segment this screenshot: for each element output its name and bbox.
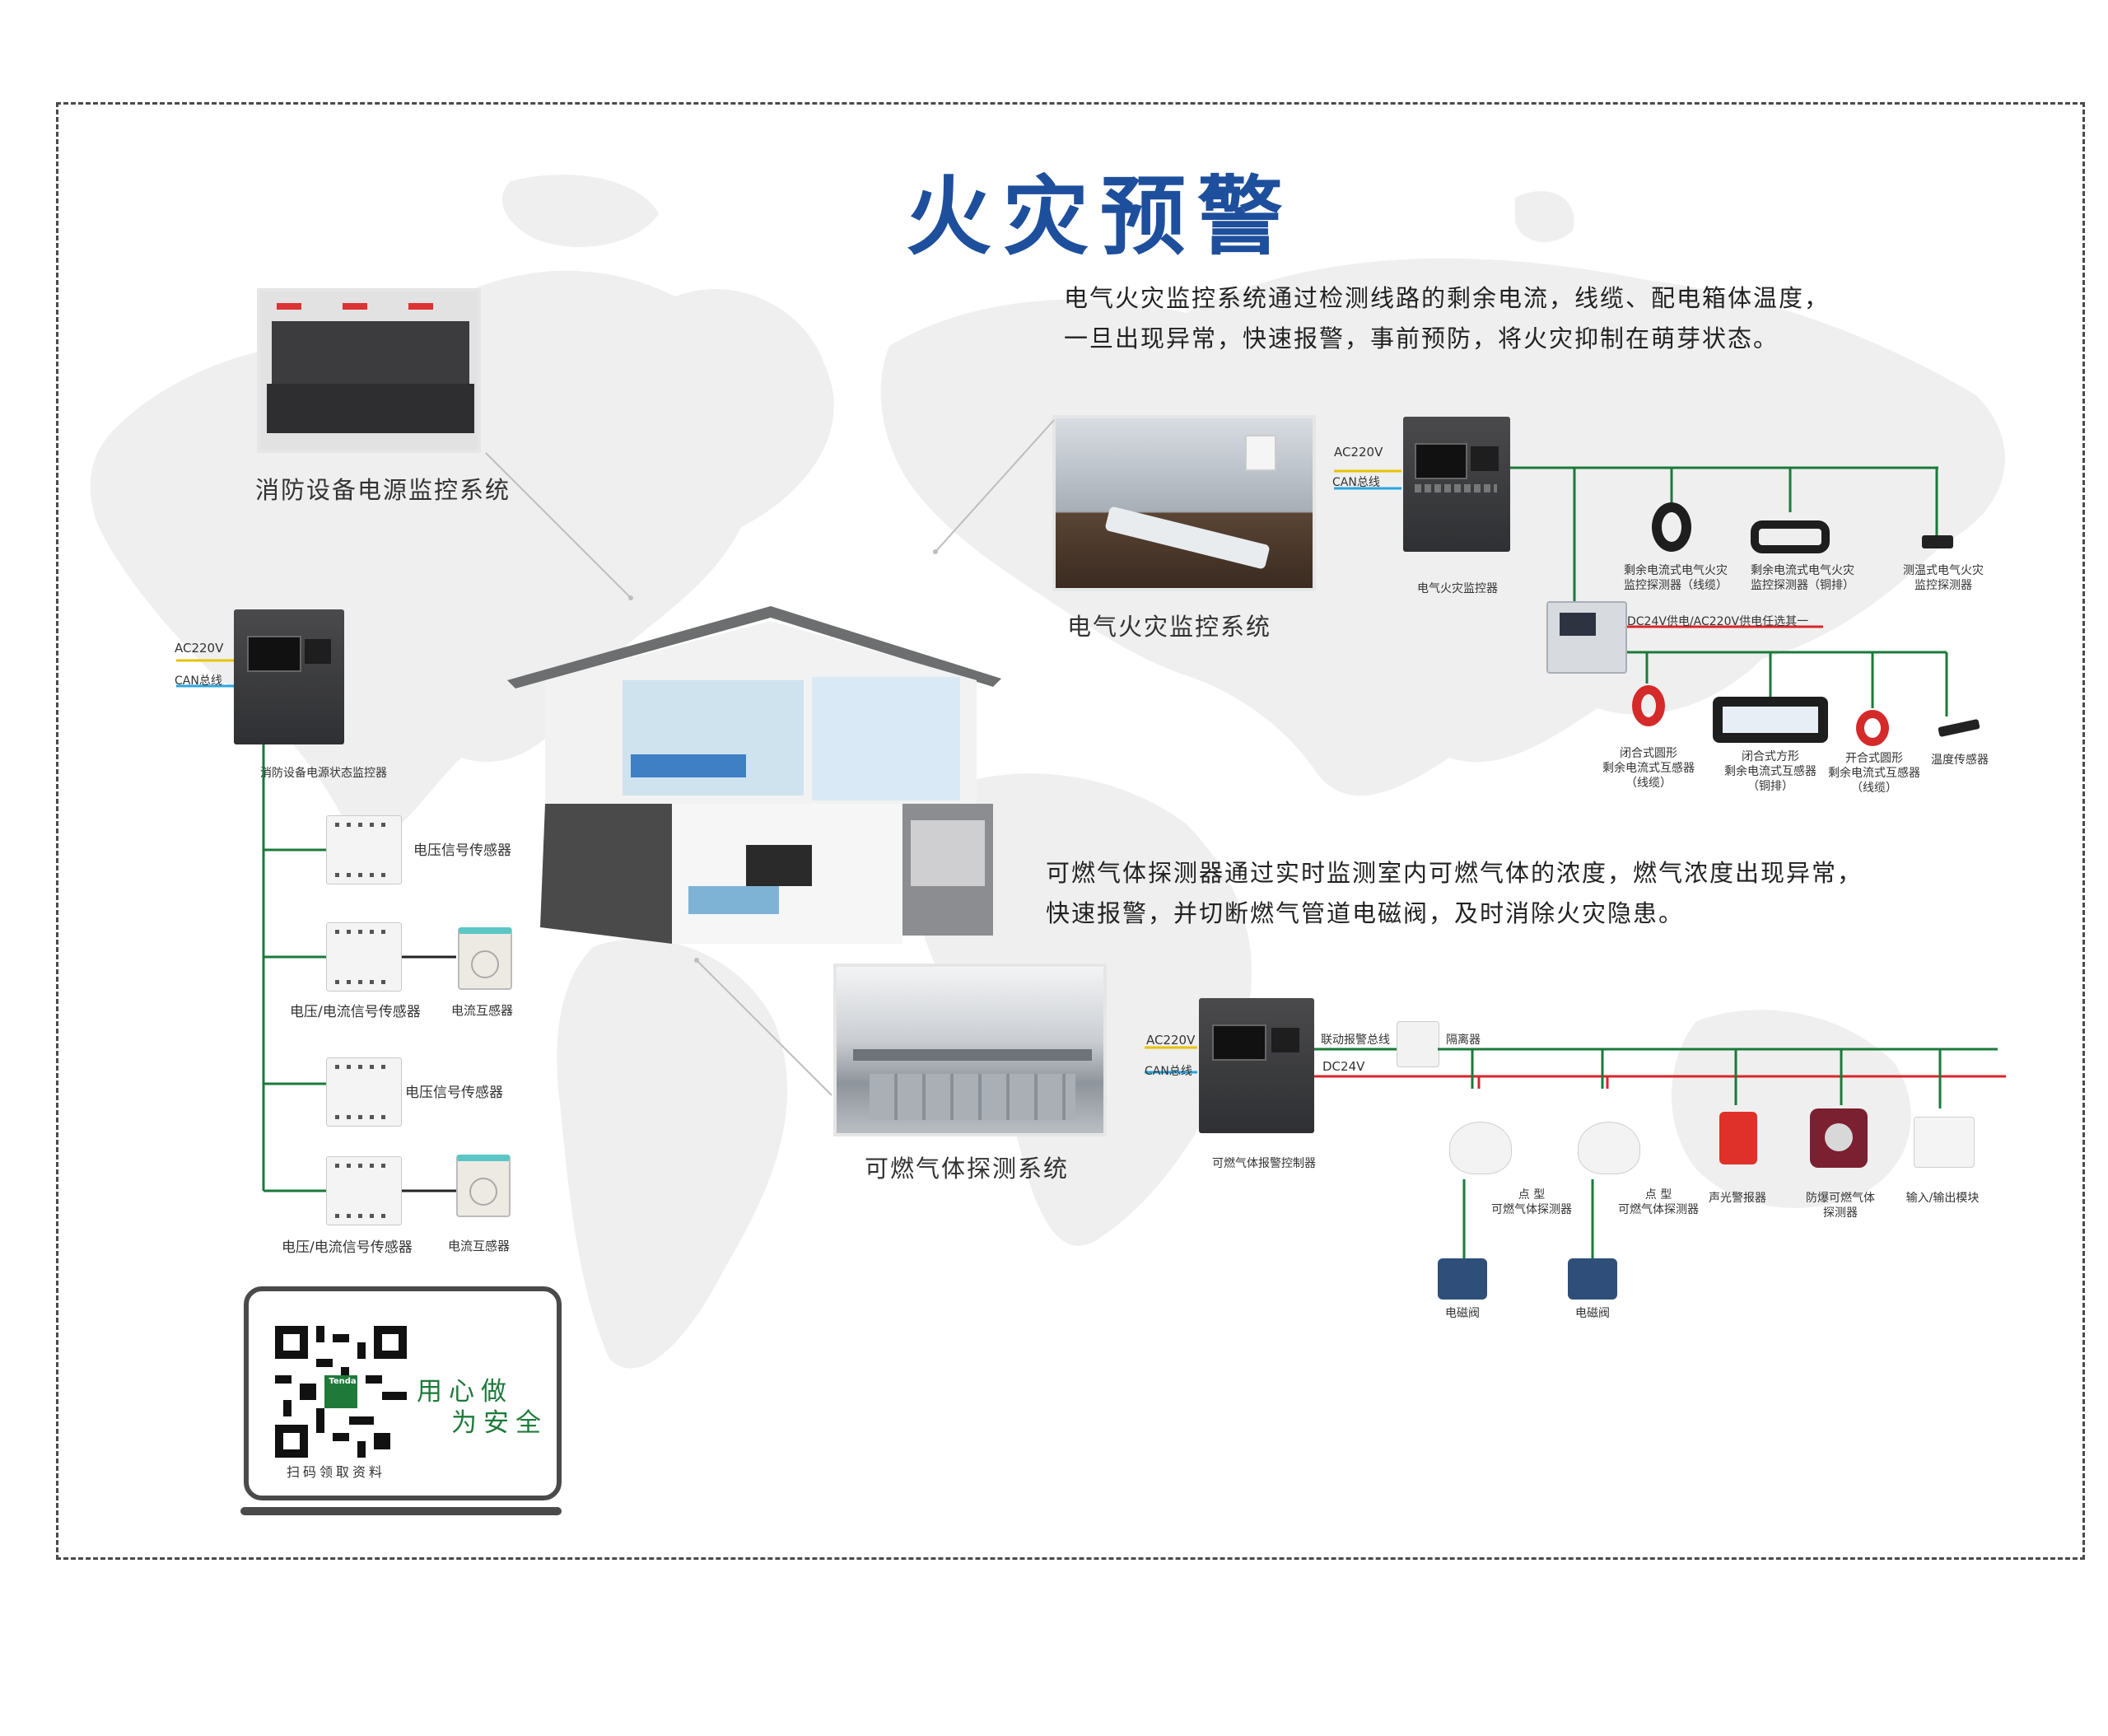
- voltage-sensor-2: [326, 1057, 402, 1127]
- electrical-can-label: CAN总线: [1332, 476, 1380, 489]
- voltage-current-sensor-1: [326, 922, 402, 992]
- power-bus-lines: [262, 744, 456, 1192]
- branch-1-sensor-label: 电压信号传感器: [413, 842, 511, 859]
- electrical-bus-lines: [1510, 466, 1948, 716]
- point-gas-detector-icon: [1449, 1122, 1512, 1174]
- page-title: 火灾预警: [906, 166, 1295, 267]
- power-system-title: 消防设备电源监控系统: [255, 476, 511, 504]
- ring-ct-icon: [1652, 502, 1691, 552]
- gas-system-title: 可燃气体探测系统: [865, 1155, 1070, 1183]
- temp-detector-icon: [1922, 535, 1953, 548]
- gas-alarm-controller: [1199, 998, 1314, 1133]
- qr-caption: 扫码领取资料: [287, 1464, 386, 1480]
- top-device-label-2: 剩余电流式电气火灾 监控探测器（铜排）: [1751, 564, 1854, 592]
- gas-device-label-1: 点 型 可燃气体探测器: [1491, 1188, 1572, 1216]
- branch-2-sensor-label: 电压/电流信号传感器: [290, 1004, 421, 1020]
- electrical-input-lines: [1334, 469, 1401, 490]
- power-pointer-lines: [485, 452, 633, 600]
- electrical-ac-label: AC220V: [1334, 445, 1383, 460]
- gas-description-line-1: 可燃气体探测器通过实时监测室内可燃气体的浓度，燃气浓度出现异常，: [1046, 859, 1863, 887]
- house-cutaway-illustration: [507, 606, 1001, 944]
- top-device-label-1: 剩余电流式电气火灾 监控探测器（线缆）: [1624, 564, 1728, 592]
- valve-label-2: 电磁阀: [1575, 1307, 1610, 1320]
- point-gas-detector-icon: [1578, 1122, 1640, 1174]
- electrical-description-line-1: 电气火灾监控系统通过检测线路的剩余电流，线缆、配电箱体温度，: [1064, 284, 1831, 312]
- solenoid-valve-icon: [1568, 1258, 1617, 1300]
- io-module-icon: [1914, 1117, 1975, 1168]
- bottom-device-label-3: 开合式圆形 剩余电流式互感器 （线缆）: [1828, 752, 1920, 795]
- qr-slogan-line-2: 为安全: [451, 1408, 548, 1438]
- bottom-device-label-1: 闭合式圆形 剩余电流式互感器 （线缆）: [1602, 747, 1695, 790]
- gas-pointer-lines: [694, 958, 832, 1096]
- kitchen-photo: [833, 964, 1107, 1136]
- solenoid-valve-icon: [1438, 1258, 1487, 1300]
- current-transformer-icon: [458, 927, 512, 990]
- voltage-sensor-1: [326, 815, 402, 884]
- rect-ct-icon: [1751, 520, 1830, 553]
- square-ct-icon: [1713, 697, 1828, 743]
- top-device-label-3: 测温式电气火灾 监控探测器: [1903, 564, 1984, 592]
- qr-code-icon: [275, 1326, 407, 1458]
- power-status-controller: [234, 609, 344, 744]
- electrical-pointer-lines: [933, 419, 1055, 554]
- isolator-icon: [1397, 1021, 1439, 1067]
- voltage-current-sensor-2: [326, 1156, 402, 1225]
- gas-input-lines: [1145, 1046, 1197, 1074]
- gas-can-label: CAN总线: [1145, 1065, 1192, 1078]
- gas-device-label-2: 点 型 可燃气体探测器: [1618, 1188, 1699, 1216]
- control-room-photo: [257, 288, 481, 453]
- gas-bus-lines: [1314, 1048, 2006, 1262]
- power-input-lines: [176, 659, 234, 688]
- gas-device-label-5: 输入/输出模块: [1905, 1192, 1980, 1205]
- qr-logo-text: Tenda: [329, 1377, 357, 1386]
- gas-ac-label: AC220V: [1146, 1033, 1196, 1048]
- red-ring-ct-icon: [1632, 685, 1665, 726]
- gas-description: 可燃气体探测器通过实时监测室内可燃气体的浓度，燃气浓度出现异常， 快速报警，并切…: [1046, 853, 1863, 934]
- gas-isolator-label: 隔离器: [1446, 1034, 1481, 1047]
- gas-description-line-2: 快速报警，并切断燃气管道电磁阀，及时消除火灾隐患。: [1046, 899, 1685, 927]
- gas-device-label-3: 声光警报器: [1709, 1192, 1766, 1205]
- electrical-description-line-2: 一旦出现异常，快速报警，事前预防，将火灾抑制在萌芽状态。: [1064, 324, 1779, 352]
- valve-label-1: 电磁阀: [1445, 1307, 1480, 1320]
- strobe-alarm-icon: [1719, 1112, 1757, 1164]
- bottom-device-label-2: 闭合式方形 剩余电流式互感器 （铜排）: [1724, 750, 1817, 793]
- qr-slogan-line-1: 用心做: [417, 1377, 513, 1407]
- dashed-border-frame: [56, 102, 2085, 1560]
- electrical-controller-label: 电气火灾监控器: [1417, 582, 1498, 595]
- electrical-sub-monitor: [1546, 601, 1627, 674]
- branch-3-sensor-label: 电压信号传感器: [405, 1085, 503, 1101]
- current-transformer-icon: [456, 1155, 511, 1217]
- electrical-fire-controller: [1403, 417, 1510, 552]
- gas-device-label-4: 防爆可燃气体 探测器: [1806, 1192, 1875, 1220]
- electrical-description: 电气火灾监控系统通过检测线路的剩余电流，线缆、配电箱体温度， 一旦出现异常，快速…: [1064, 278, 1830, 359]
- gas-dc-label: DC24V: [1322, 1059, 1365, 1074]
- branch-2-ct-label: 电流互感器: [451, 1003, 514, 1018]
- branch-4-ct-label: 电流互感器: [448, 1239, 511, 1253]
- explosion-proof-detector-icon: [1810, 1108, 1868, 1168]
- electrical-power-note: DC24V供电/AC220V供电任选其一: [1627, 615, 1809, 628]
- gas-linkage-label: 联动报警总线: [1321, 1034, 1390, 1047]
- branch-4-sensor-label: 电压/电流信号传感器: [282, 1239, 413, 1256]
- gas-controller-label: 可燃气体报警控制器: [1212, 1157, 1316, 1170]
- power-controller-label: 消防设备电源状态监控器: [260, 767, 387, 780]
- electrical-system-title: 电气火灾监控系统: [1067, 613, 1272, 641]
- bottom-device-label-4: 温度传感器: [1931, 754, 1989, 767]
- split-ring-ct-icon: [1856, 710, 1889, 746]
- power-strip-photo: [1052, 415, 1316, 591]
- power-ac-label: AC220V: [175, 641, 224, 656]
- power-can-label: CAN总线: [175, 674, 222, 688]
- qr-laptop-base: [240, 1507, 562, 1515]
